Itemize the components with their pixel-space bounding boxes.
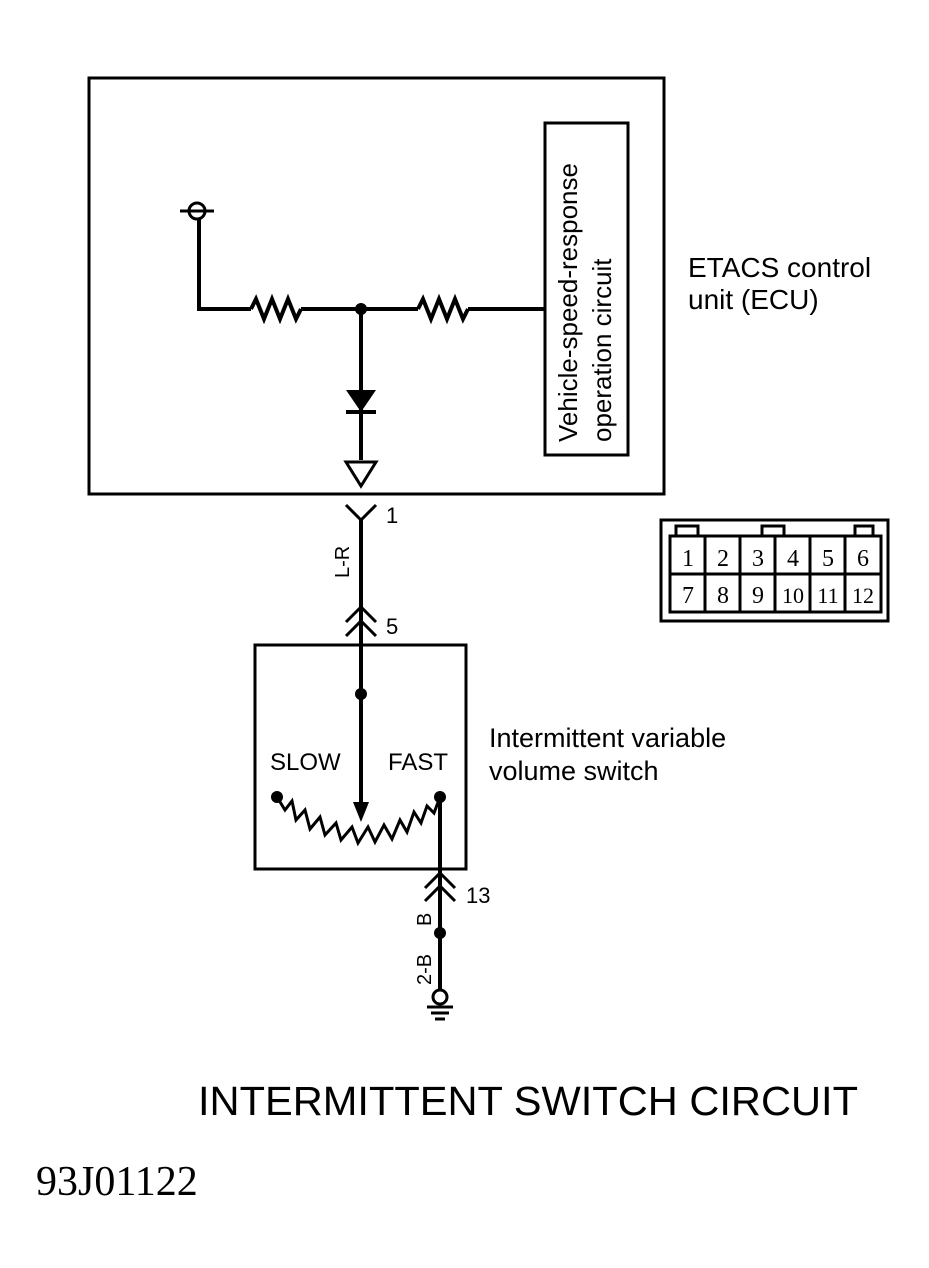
ecu-box	[87, 76, 666, 496]
pin-11: 11	[817, 583, 838, 608]
ecu-label-line-1: ETACS control	[688, 252, 871, 283]
pin-9: 9	[752, 583, 764, 609]
diagram-title: INTERMITTENT SWITCH CIRCUIT	[198, 1078, 858, 1124]
connector-face-view: 1 2 3 4 5 6 7 8 9 10 11 12	[659, 518, 890, 623]
speed-response-circuit-box	[543, 121, 630, 457]
pin-12: 12	[852, 583, 874, 608]
slow-label: SLOW	[270, 749, 341, 776]
wire-code-lower: B	[414, 913, 436, 926]
figure-code: 93J01122	[36, 1159, 198, 1205]
svg-text:5: 5	[386, 614, 398, 639]
svg-text:1: 1	[386, 503, 398, 528]
pin-4: 4	[787, 546, 799, 572]
wire-code-ground: 2-B	[414, 954, 436, 985]
pin-10: 10	[782, 583, 804, 608]
speed-response-circuit-label-2: operation circuit	[587, 258, 617, 442]
body-ground-icon	[427, 988, 453, 1021]
resistor-2-icon	[416, 293, 470, 325]
ecu-connector-pin-1: 1	[344, 503, 398, 606]
pin-6: 6	[857, 546, 869, 572]
pin-2: 2	[717, 546, 729, 572]
pin-1: 1	[682, 546, 694, 572]
ground-splice	[434, 927, 446, 939]
switch-label-line-1: Intermittent variable	[489, 723, 726, 753]
ecu-internal-wiring	[197, 219, 545, 460]
pin-8: 8	[717, 583, 729, 609]
pin-7: 7	[682, 583, 694, 609]
variable-switch-box	[253, 643, 468, 871]
fast-label: FAST	[388, 749, 448, 776]
pin-3: 3	[752, 546, 764, 572]
wire-code-upper: L-R	[332, 546, 354, 578]
resistor-1-icon	[249, 293, 303, 325]
switch-connector-pin-5: 5	[344, 604, 398, 694]
svg-text:13: 13	[466, 883, 490, 908]
internal-ground-icon	[343, 460, 379, 489]
power-terminal-icon	[180, 201, 214, 221]
pin-5: 5	[822, 546, 834, 572]
switch-label-line-2: volume switch	[489, 756, 659, 786]
switch-wiper-icon	[353, 688, 369, 822]
variable-resistor-icon	[271, 791, 446, 847]
speed-response-circuit-label-1: Vehicle-speed-response	[553, 163, 583, 442]
ecu-label-line-2: unit (ECU)	[688, 284, 819, 315]
diode-icon	[346, 390, 376, 414]
